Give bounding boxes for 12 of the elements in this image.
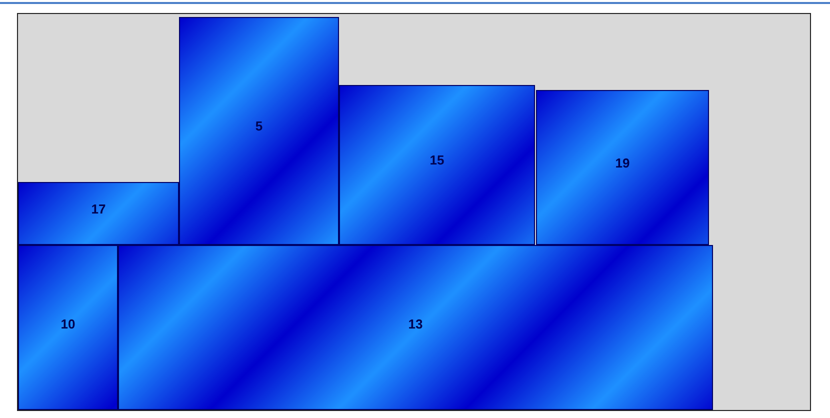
packed-rectangle <box>18 182 179 245</box>
packed-rectangle <box>118 245 713 410</box>
rectangle-number: 19 <box>615 155 630 170</box>
packed-rectangle <box>339 85 535 245</box>
packed-rectangle <box>536 90 709 245</box>
rectangle-number: 13 <box>408 316 423 332</box>
rectangle-number: 15 <box>430 152 444 168</box>
rectangle-number: 5 <box>255 118 263 134</box>
packed-rectangle <box>179 17 339 245</box>
packed-rectangle <box>18 245 118 410</box>
rectangle-number: 10 <box>60 316 76 332</box>
rectangle-number: 17 <box>91 202 106 217</box>
